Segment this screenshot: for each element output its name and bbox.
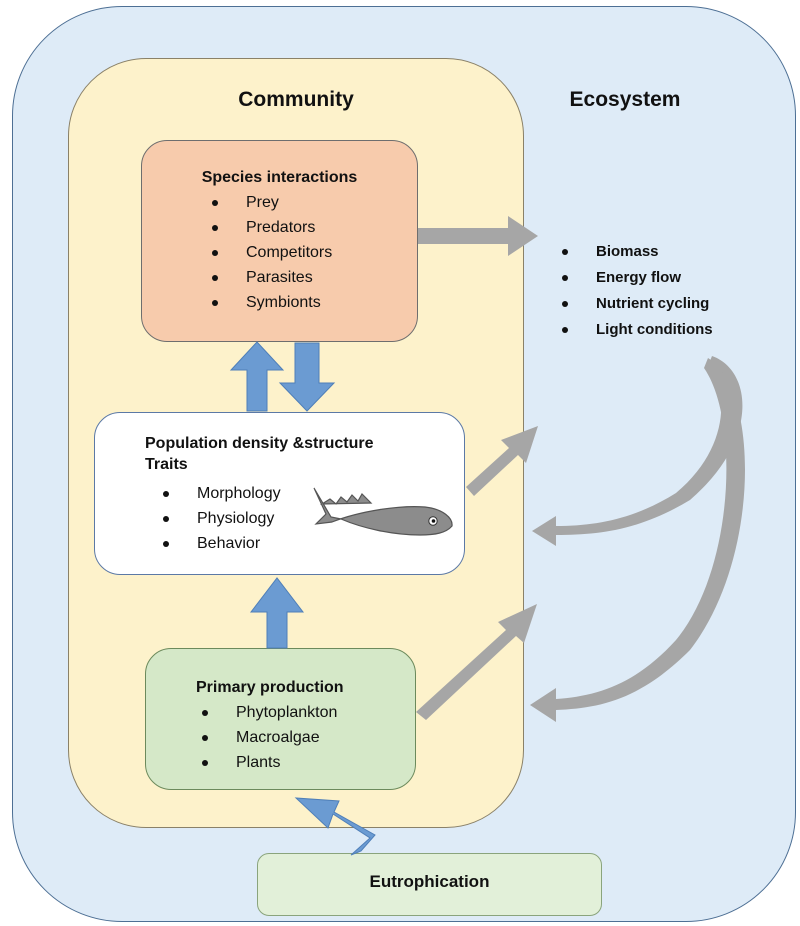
primary-production-title: Primary production	[196, 679, 344, 696]
species-interactions-box: Species interactions Prey Predators Comp…	[141, 140, 418, 342]
list-item: Phytoplankton	[194, 700, 337, 725]
traits-title: Traits	[145, 456, 188, 473]
species-interactions-title: Species interactions	[201, 169, 358, 186]
ecosystem-list: Biomass Energy flow Nutrient cycling Lig…	[558, 239, 713, 343]
list-item: Nutrient cycling	[558, 291, 713, 317]
grey-curved-feedback-arrow	[530, 358, 745, 722]
list-item: Predators	[204, 215, 332, 240]
population-box: Population density &structure Traits Mor…	[94, 412, 465, 575]
community-title: Community	[238, 88, 354, 111]
list-item: Morphology	[155, 481, 281, 506]
list-item: Plants	[194, 750, 337, 775]
blue-down-arrow	[278, 342, 336, 412]
list-item: Macroalgae	[194, 725, 337, 750]
list-item: Competitors	[204, 240, 332, 265]
primary-production-list: Phytoplankton Macroalgae Plants	[194, 700, 337, 775]
fish-icon	[313, 487, 453, 536]
grey-curved-feedback-arrow	[532, 356, 743, 546]
list-item: Biomass	[558, 239, 713, 265]
population-title: Population density &structure	[145, 435, 374, 452]
grey-diagonal-arrow	[416, 604, 537, 720]
list-item: Light conditions	[558, 317, 713, 343]
list-item: Energy flow	[558, 265, 713, 291]
list-item: Parasites	[204, 265, 332, 290]
grey-diagonal-arrow	[466, 426, 538, 496]
list-item: Physiology	[155, 506, 281, 531]
grey-right-arrow	[418, 216, 538, 256]
list-item: Behavior	[155, 531, 281, 556]
list-item: Prey	[204, 190, 332, 215]
blue-up-arrow	[229, 341, 285, 412]
eutrophication-box: Eutrophication	[257, 853, 602, 916]
list-item: Symbionts	[204, 290, 332, 315]
eutrophication-label: Eutrophication	[369, 872, 490, 891]
traits-list: Morphology Physiology Behavior	[155, 481, 281, 556]
ecosystem-title: Ecosystem	[569, 88, 681, 111]
species-interactions-list: Prey Predators Competitors Parasites Sym…	[204, 190, 332, 315]
blue-up-arrow	[249, 577, 305, 649]
blue-diagonal-arrow	[294, 797, 376, 856]
